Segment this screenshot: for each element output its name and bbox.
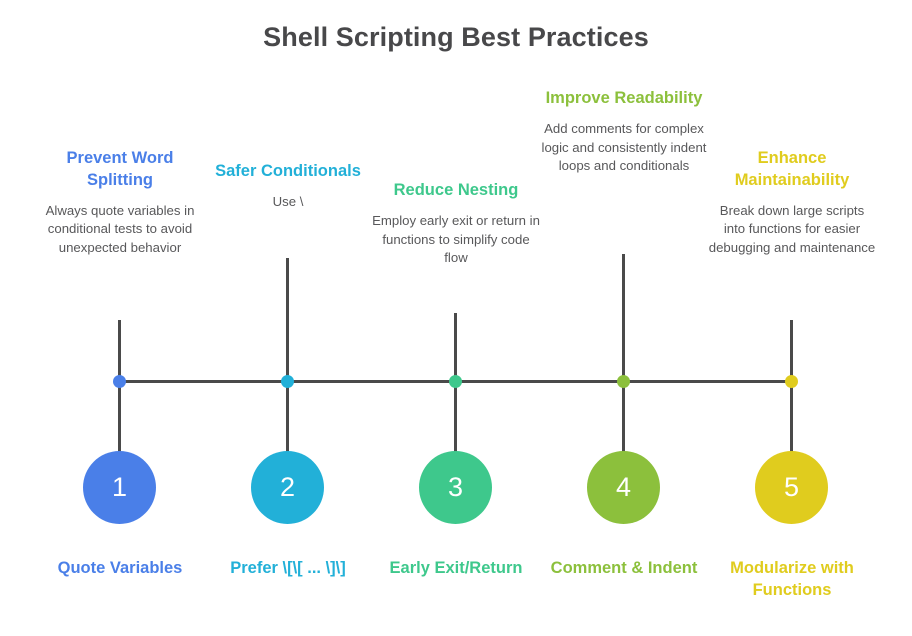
timeline-dot-5 [785,375,798,388]
step-heading-5: Enhance Maintainability [734,149,850,189]
step-body-4: Add comments for complex logic and consi… [541,120,707,174]
step-heading-2: Safer Conditionals [215,162,361,180]
step-text-5: Enhance Maintainability Break down large… [708,148,876,258]
connector-upper-4 [622,254,625,381]
connector-upper-1 [118,320,121,381]
step-label-5: Modularize with Functions [730,559,854,600]
timeline-dot-3 [449,375,462,388]
step-number-1: 1 [111,472,128,502]
step-text-1: Prevent Word Splitting Always quote vari… [36,148,204,258]
step-number-3: 3 [447,472,464,502]
step-label-1: Quote Variables [57,559,183,577]
timeline-dot-1 [113,375,126,388]
connector-upper-3 [454,313,457,381]
step-body-3: Employ early exit or return in functions… [372,212,540,266]
timeline-dot-2 [281,375,294,388]
step-circle-4[interactable]: 4 [587,451,660,524]
connector-lower-2 [286,381,289,453]
step-number-4: 4 [615,472,632,502]
step-body-2: Use \ [272,193,304,209]
step-circle-1[interactable]: 1 [83,451,156,524]
timeline-dot-4 [617,375,630,388]
step-number-2: 2 [279,472,296,502]
step-circle-3[interactable]: 3 [419,451,492,524]
step-number-5: 5 [783,472,800,502]
step-label-2: Prefer \[\[ ... \]\] [230,559,346,577]
step-label-3: Early Exit/Return [389,559,523,577]
connector-lower-3 [454,381,457,453]
step-heading-1: Prevent Word Splitting [66,149,174,189]
step-heading-3: Reduce Nesting [393,181,519,199]
step-text-3: Reduce Nesting Employ early exit or retu… [372,180,540,268]
step-body-1: Always quote variables in conditional te… [45,202,195,255]
step-label-4: Comment & Indent [550,559,698,577]
step-heading-4: Improve Readability [545,89,703,107]
page-title: Shell Scripting Best Practices [263,22,649,52]
step-text-2: Safer Conditionals Use \ [204,161,372,212]
step-text-4: Improve Readability Add comments for com… [540,88,708,176]
connector-upper-2 [286,258,289,381]
connector-upper-5 [790,320,793,381]
step-circle-5[interactable]: 5 [755,451,828,524]
connector-lower-5 [790,381,793,453]
connector-lower-4 [622,381,625,453]
step-body-5: Break down large scripts into functions … [708,202,876,255]
step-circle-2[interactable]: 2 [251,451,324,524]
connector-lower-1 [118,381,121,453]
